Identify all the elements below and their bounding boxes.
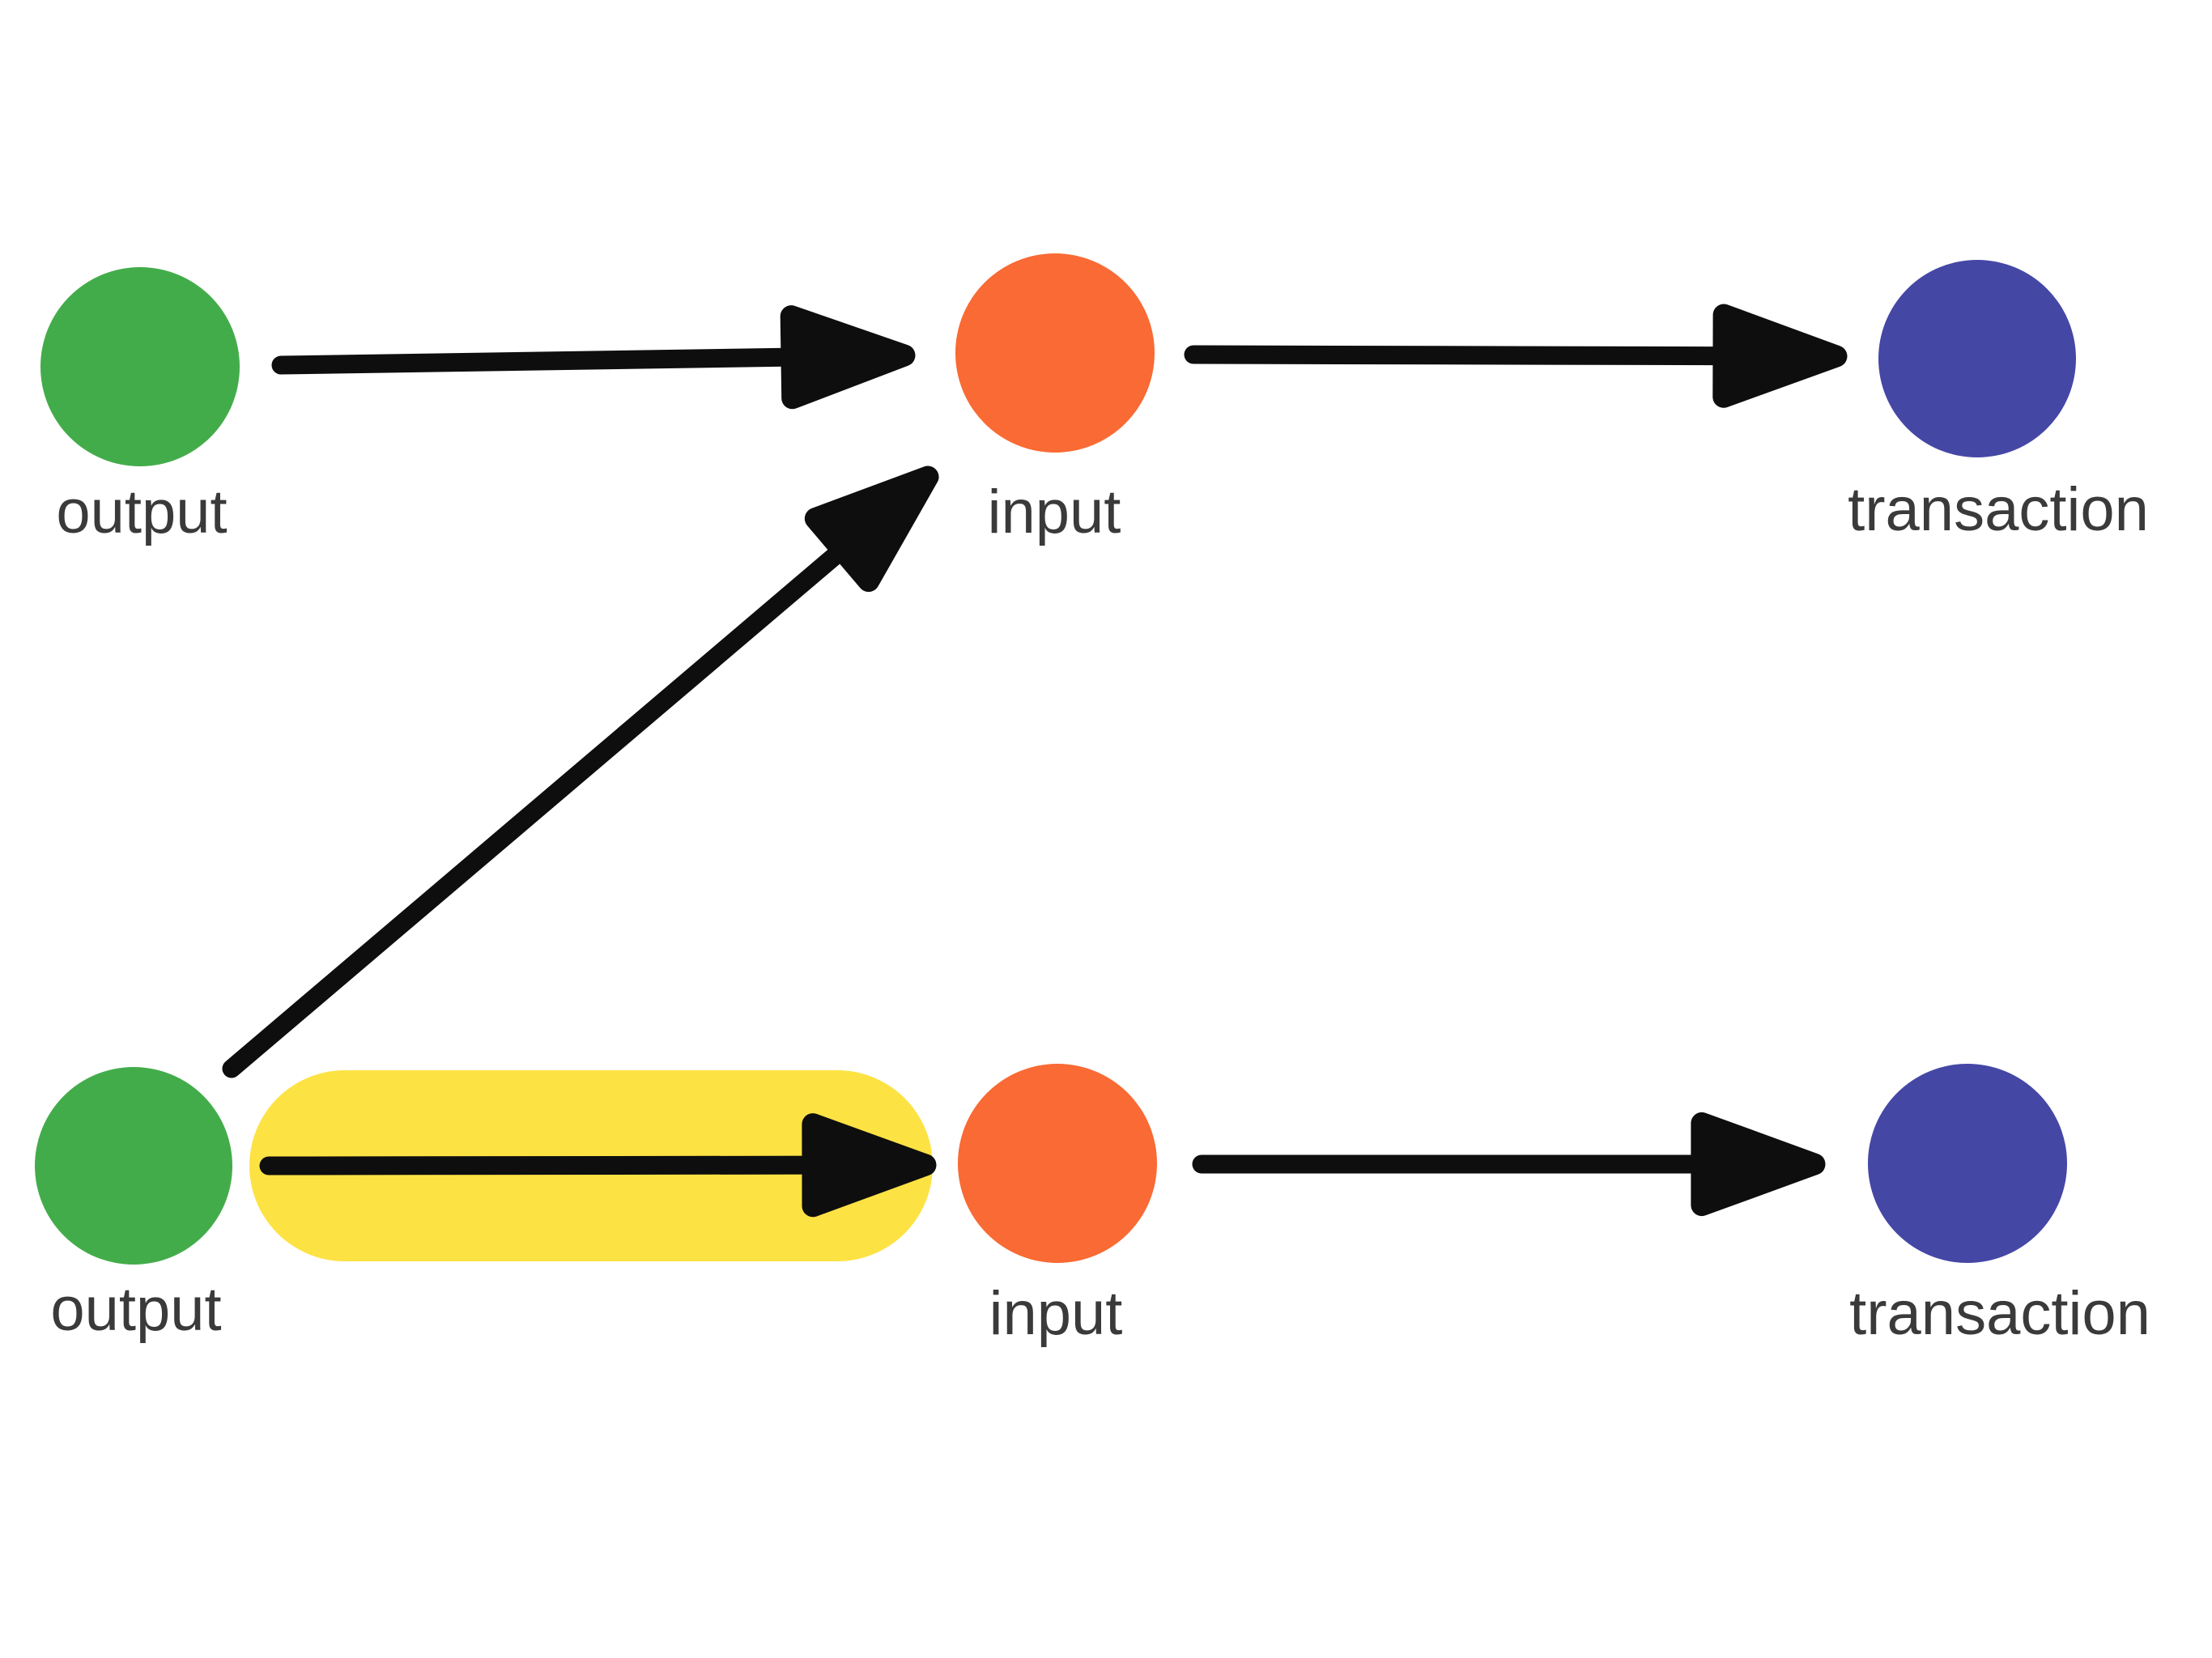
- node-output-top: output: [40, 267, 240, 546]
- input-top-label: input: [988, 478, 1121, 546]
- node-transaction-top: transaction: [1848, 260, 2149, 544]
- arrow-head: [780, 305, 916, 410]
- arrow-shaft: [222, 471, 933, 1078]
- arrow-head: [802, 1113, 937, 1218]
- output-top-label: output: [56, 478, 227, 546]
- arrow-head: [804, 466, 939, 593]
- edge-output-top-to-input-top: [271, 305, 916, 410]
- input-bottom-circle: [958, 1064, 1157, 1263]
- output-bottom-circle: [35, 1067, 232, 1265]
- edge-output-bottom-to-input-top: [222, 466, 939, 1078]
- node-output-bottom: output: [35, 1067, 232, 1344]
- arrow-head: [1712, 304, 1848, 408]
- edge-output-bottom-to-input-bottom: [259, 1113, 937, 1218]
- output-top-circle: [40, 267, 240, 466]
- edge-input-top-to-transaction-top: [1184, 304, 1848, 408]
- transaction-top-circle: [1878, 260, 2076, 457]
- transaction-top-label: transaction: [1848, 475, 2149, 544]
- edge-input-bottom-to-transaction-bottom: [1192, 1112, 1826, 1217]
- node-input-bottom: input: [958, 1064, 1157, 1348]
- node-input-top: input: [955, 253, 1155, 546]
- input-top-circle: [955, 253, 1155, 453]
- transaction-bottom-circle: [1868, 1064, 2067, 1263]
- node-transaction-bottom: transaction: [1849, 1064, 2150, 1348]
- transaction-bottom-label: transaction: [1849, 1279, 2150, 1348]
- output-bottom-label: output: [50, 1275, 221, 1344]
- input-bottom-label: input: [989, 1279, 1123, 1348]
- arrow-head: [1691, 1112, 1826, 1217]
